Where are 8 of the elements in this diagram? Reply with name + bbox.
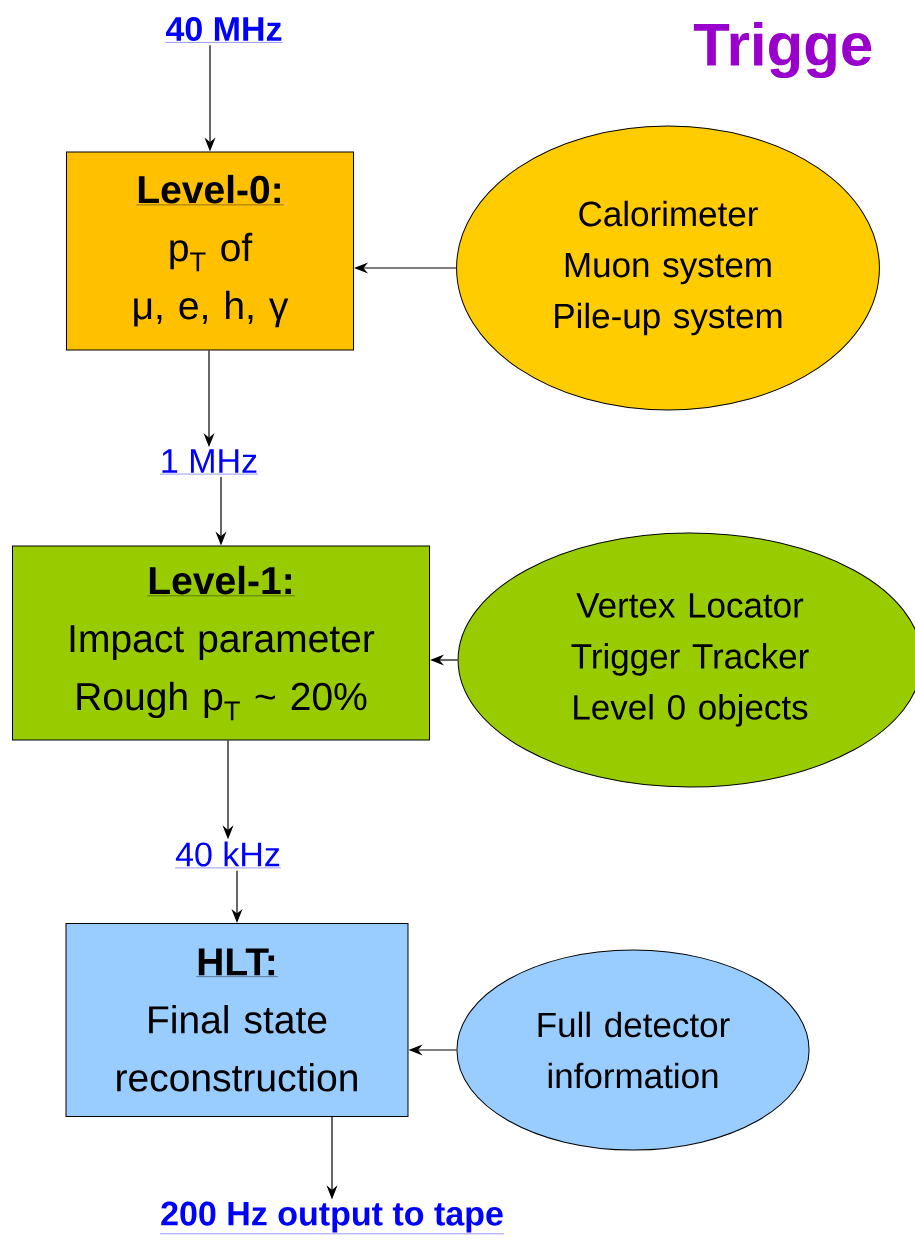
rate-label: 40 kHz bbox=[174, 841, 282, 869]
process-box: Level-1: Impact parameter Rough p$_{T}$ ~ 20% bbox=[12, 545, 430, 741]
rate-label: 40 MHz bbox=[165, 16, 283, 43]
process-box: HLT: Final state reconstruction bbox=[65, 923, 409, 1117]
rate-label: 200 Hz output to tape bbox=[159, 1201, 505, 1234]
rate-label: 1 MHz bbox=[159, 449, 259, 475]
process-box: Level-0: p$_{T}$ of μ, e, h, γ bbox=[66, 151, 354, 351]
title: Trigge bbox=[693, 21, 872, 79]
